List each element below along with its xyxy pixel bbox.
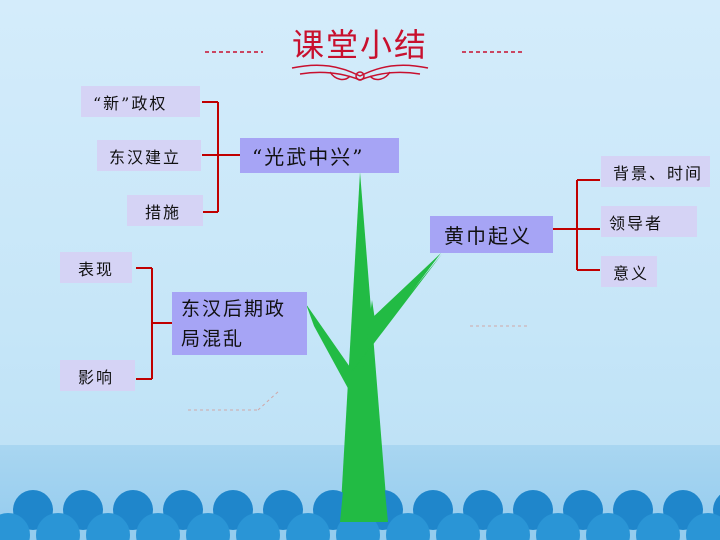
leaf-impact: 影响 — [60, 360, 135, 391]
bracket-donghan — [136, 267, 172, 380]
hub-late-donghan-chaos: 东汉后期政局混乱 — [172, 292, 307, 355]
hub-guangwu-revival: “光武中兴” — [240, 138, 399, 173]
leaf-background-time: 背景、时间 — [601, 156, 710, 187]
leaf-manifestation: 表现 — [60, 252, 132, 283]
bracket-huangjin — [553, 179, 600, 271]
leaf-significance: 意义 — [601, 256, 657, 287]
tree-stem-icon — [306, 172, 442, 522]
title-flourish-icon — [291, 64, 429, 81]
page-title: 课堂小结 — [291, 26, 428, 64]
bracket-guangwu — [202, 101, 240, 213]
leaf-xin-regime: “新”政权 — [81, 86, 200, 117]
dash-accent-3 — [257, 389, 281, 411]
leaf-donghan-founding: 东汉建立 — [97, 140, 201, 171]
leaf-measures: 措施 — [127, 195, 203, 226]
waves-front-row — [0, 513, 720, 540]
hub-yellow-turban: 黄巾起义 — [430, 216, 553, 253]
tree-stem-base — [340, 440, 388, 522]
leaf-leader: 领导者 — [601, 206, 697, 237]
